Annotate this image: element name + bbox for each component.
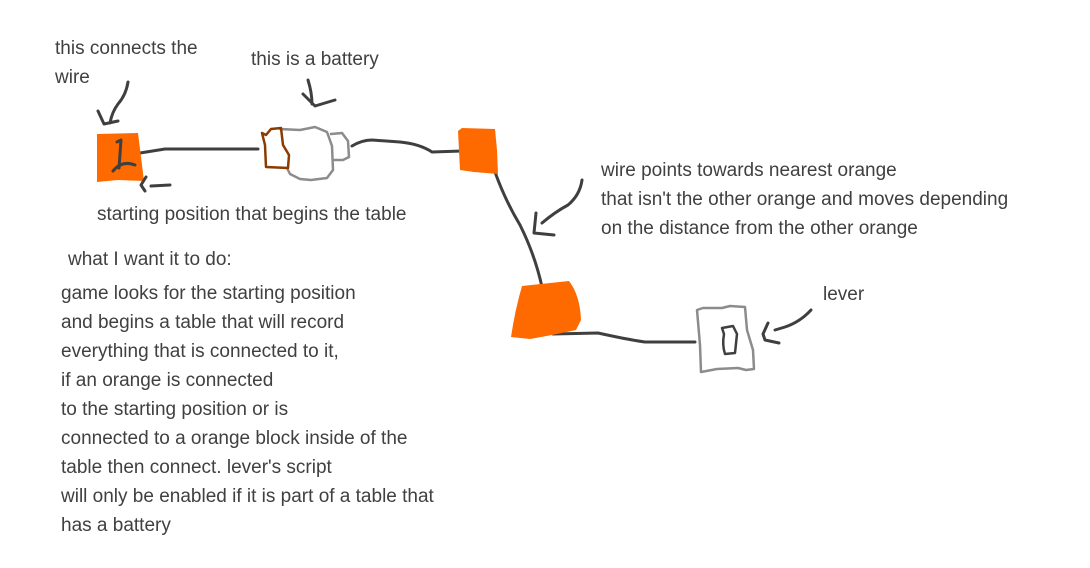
- description-line: to the starting position or is: [61, 399, 289, 420]
- wire-battery-to-orange: [350, 138, 464, 154]
- description-heading: what I want it to do:: [68, 249, 232, 270]
- description-line: if an orange is connected: [61, 370, 274, 391]
- battery-body: [278, 125, 335, 182]
- description-line: has a battery: [61, 515, 171, 536]
- wire-orange-to-lever: [551, 331, 697, 344]
- description-line: will only be enabled if it is part of a …: [61, 486, 434, 507]
- wire-note-line: that isn't the other orange and moves de…: [601, 189, 1009, 210]
- arrow-connector-icon: [96, 80, 130, 126]
- description-body: game looks for the starting position and…: [61, 279, 434, 540]
- wire-note-line: on the distance from the other orange: [601, 218, 918, 239]
- wire-note-line: wire points towards nearest orange: [601, 160, 897, 181]
- battery-terminal: [260, 126, 291, 170]
- start-bracket-icon: [139, 175, 172, 193]
- arrow-wire-icon: [532, 178, 584, 237]
- arrow-battery-icon: [301, 78, 337, 108]
- battery-label: this is a battery: [251, 49, 379, 70]
- battery-cap: [329, 131, 351, 162]
- orange-block-2: [458, 128, 498, 174]
- wire-note: wire points towards nearest orange that …: [601, 156, 1008, 243]
- connector-label-line: this connects the: [55, 38, 198, 59]
- description-line: and begins a table that will record: [61, 312, 345, 333]
- lever-label: lever: [823, 284, 865, 305]
- start-label: starting position that begins the table: [97, 204, 407, 225]
- description-line: game looks for the starting position: [61, 283, 356, 304]
- description-line: everything that is connected to it,: [61, 341, 339, 362]
- connector-label-line: wire: [55, 67, 90, 88]
- orange-block-3: [511, 281, 581, 339]
- description-line: table then connect. lever's script: [61, 457, 332, 478]
- lever-handle-icon: [720, 324, 739, 356]
- wire-orange-to-orange: [493, 170, 544, 289]
- connector-label: this connects the wire: [55, 34, 198, 92]
- starting-marker-icon: [111, 138, 137, 173]
- lever-box: [695, 304, 756, 374]
- description-line: connected to a orange block inside of th…: [61, 428, 408, 449]
- arrow-lever-icon: [761, 308, 813, 345]
- wire-start-to-battery: [138, 147, 260, 155]
